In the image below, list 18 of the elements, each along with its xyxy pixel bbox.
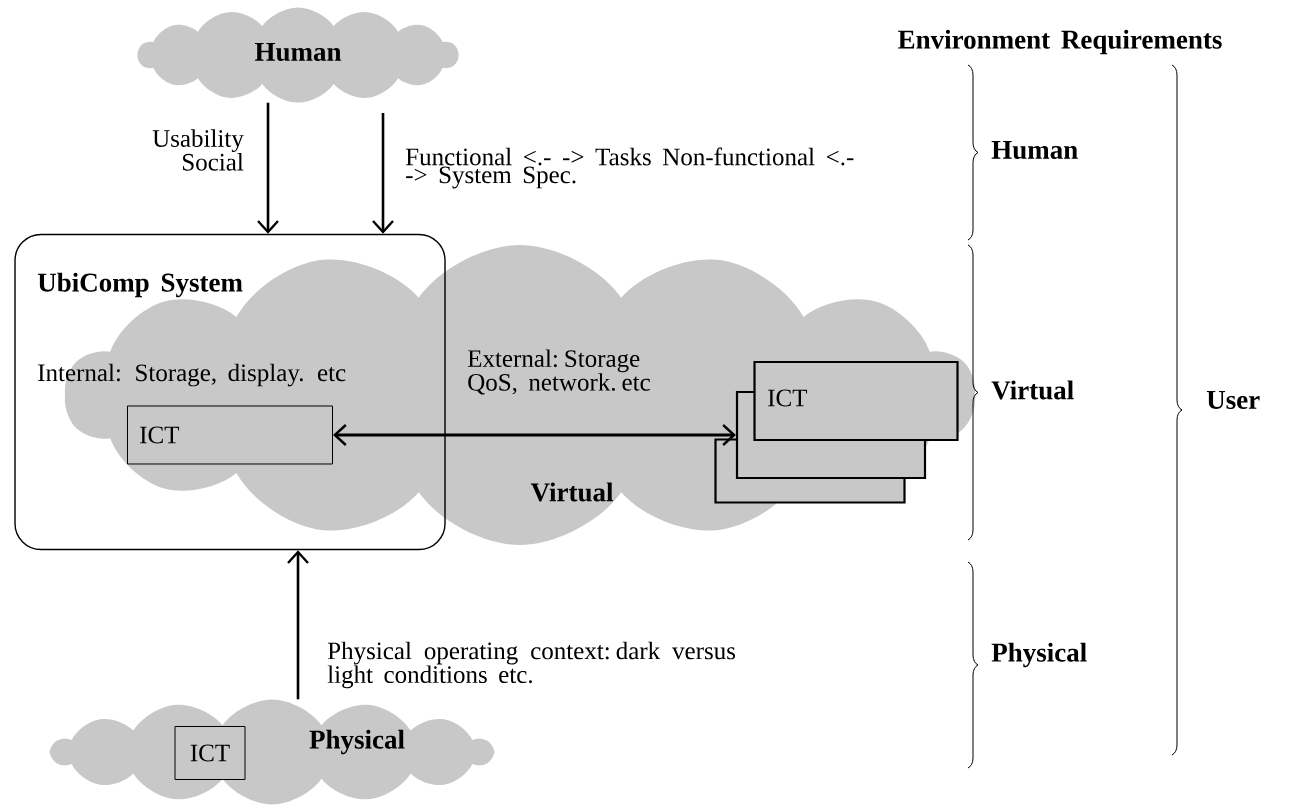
box-title: UbiComp System: [37, 272, 243, 298]
ict-box: ICT: [753, 360, 959, 442]
category-label: User: [1206, 391, 1260, 409]
edge-label: Usability Social: [152, 129, 244, 171]
edge-label: Functional <.- -> Tasks Non-functional <.- -> System Spec.: [405, 147, 854, 189]
ict-box: ICT: [174, 726, 246, 780]
category-label: Physical: [991, 642, 1087, 668]
arrow: [257, 102, 279, 234]
arrow: [333, 424, 736, 446]
arrow: [287, 550, 309, 700]
section-heading: Environment Requirements: [898, 29, 1222, 55]
cloud: Human: [137, 7, 459, 103]
ict-box: ICT: [127, 405, 333, 465]
category-label: Human: [991, 141, 1078, 159]
edge-label: Physical operating context: dark versus light conditions etc.: [327, 641, 736, 689]
arrow: [372, 113, 394, 234]
box-text: Internal: Storage, display. etc: [38, 363, 346, 387]
category-label: Virtual: [991, 380, 1074, 400]
